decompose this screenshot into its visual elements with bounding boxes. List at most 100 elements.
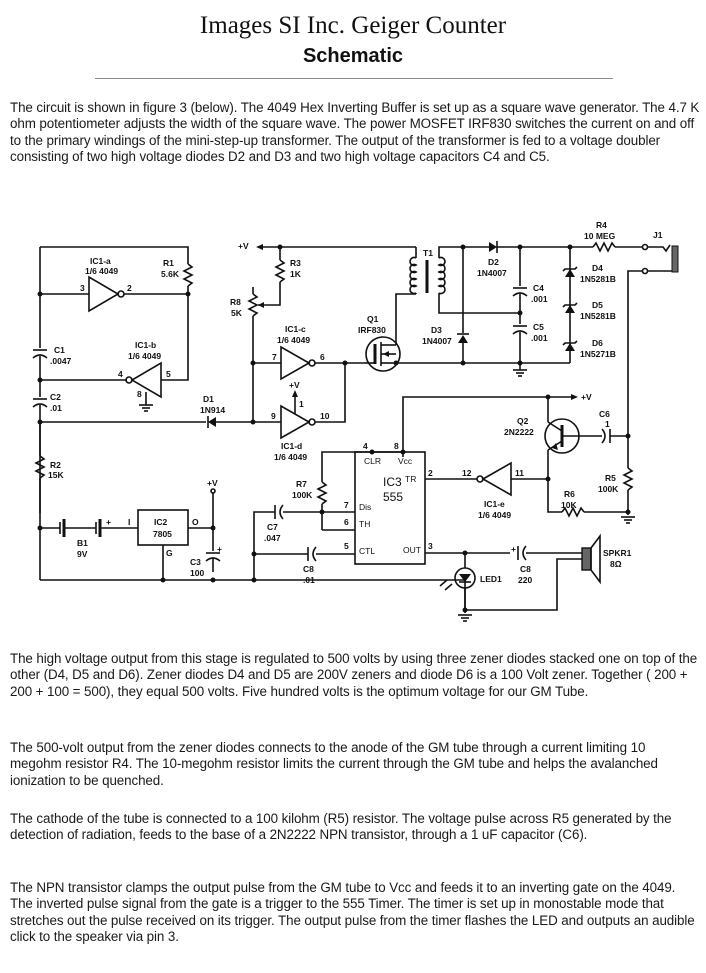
page-title: Images SI Inc. Geiger Counter: [199, 12, 507, 39]
geiger-counter-schematic: R1 5.6K IC1-a 1/6 4049 3 2 IC1-b 1/6 404…: [32, 220, 679, 622]
d4-value: 1N5281B: [580, 274, 616, 284]
zener-paragraph: The high voltage output from this stage …: [10, 651, 698, 699]
ic3-pin-tr: TR: [405, 474, 416, 484]
c3-ref: C3: [190, 557, 201, 567]
t1-ref: T1: [423, 248, 433, 258]
d1-value: 1N914: [200, 405, 225, 415]
r8-value: 5K: [231, 308, 243, 318]
capacitor-c1-icon: [32, 348, 48, 359]
d4-ref: D4: [592, 263, 603, 273]
ic1d-ref: IC1-d: [281, 441, 302, 451]
r3-value: 1K: [290, 269, 302, 279]
speaker-icon: [581, 533, 601, 585]
mosfet-q1-icon: [365, 330, 401, 372]
c8b-plus: +: [511, 544, 516, 554]
page-subtitle: Schematic: [302, 45, 404, 67]
ic3-pin-num-clr: 4: [363, 441, 368, 451]
resistor-r6-icon: [561, 506, 585, 518]
capacitor-c2-icon: [32, 397, 48, 408]
capacitor-c4-icon: [512, 286, 528, 297]
b1-plus: +: [106, 517, 111, 527]
b1-value: 9V: [77, 549, 88, 559]
ic3-pin-num-ctl: 5: [344, 541, 349, 551]
ic1d-pin-in: 9: [271, 411, 276, 421]
ic1e-ref: IC1-e: [484, 499, 505, 509]
c1-ref: C1: [54, 345, 65, 355]
ic1b-pin-in: 4: [118, 369, 123, 379]
power-supply-section: + B1 9V I IC2 7805 O G +V + C3 100: [37, 478, 465, 583]
q1-value: IRF830: [358, 325, 386, 335]
diode-d1-icon: [207, 416, 216, 428]
jack-j1-icon[interactable]: [641, 243, 679, 275]
ic2-pin-o: O: [192, 517, 199, 527]
ic2-value: 7805: [153, 529, 172, 539]
high-voltage-section: T1 D2 1N4007 D3 1N4007: [409, 220, 679, 468]
ic3-pin-num-out: 3: [428, 541, 433, 551]
inverter-ic1e-icon: [476, 461, 512, 497]
ic1a-pin-out: 2: [127, 283, 132, 293]
inverter-ic1b-icon: [125, 361, 162, 399]
capacitor-c6-icon: [601, 428, 611, 444]
r1-value: 5.6K: [161, 269, 180, 279]
npn-paragraph: The NPN transistor clamps the output pul…: [10, 880, 695, 945]
anode-paragraph: The 500-volt output from the zener diode…: [10, 740, 658, 788]
c1-value: .0047: [50, 356, 72, 366]
ic3-ref: IC3: [383, 475, 402, 489]
spkr1-value: 8Ω: [610, 559, 622, 569]
c2-value: .01: [50, 403, 62, 413]
ic3-pin-ctl: CTL: [359, 546, 375, 556]
inverter-ic1d-icon: [280, 390, 316, 440]
resistor-r4-icon: [592, 241, 616, 253]
potentiometer-r8-icon: [247, 293, 264, 317]
ic1c-ref: IC1-c: [285, 324, 306, 334]
b1-ref: B1: [77, 538, 88, 548]
supply-label-q2: +V: [581, 392, 592, 402]
ic3-pin-clr: CLR: [364, 456, 381, 466]
q2-ref: Q2: [517, 416, 529, 426]
driver-section: +V R3 1K R8 5K IC1-c 1/6 4049 7 6: [230, 241, 463, 462]
resistor-r2-icon: [34, 455, 46, 479]
ic3-pin-vcc: Vcc: [398, 456, 413, 466]
d1-ref: D1: [203, 394, 214, 404]
ic1b-pin-gnd: 8: [137, 389, 142, 399]
ic3-pin-num-tr: 2: [428, 468, 433, 478]
c5-value: .001: [531, 333, 548, 343]
capacitor-c5-icon: [512, 324, 528, 335]
ic1b-value: 1/6 4049: [128, 351, 161, 361]
ic3-pin-num-th: 6: [344, 517, 349, 527]
d5-value: 1N5281B: [580, 311, 616, 321]
d5-ref: D5: [592, 300, 603, 310]
resistor-r5-icon: [622, 467, 634, 491]
c3-value: 100: [190, 568, 204, 578]
r5-ref: R5: [605, 473, 616, 483]
timer-section: +V IC3 555 CLR Vcc TR Dis TH CTL OUT 4 8…: [251, 392, 635, 622]
cathode-paragraph: The cathode of the tube is connected to …: [10, 811, 672, 843]
c6-ref: C6: [599, 409, 610, 419]
r3-ref: R3: [290, 258, 301, 268]
title-divider: [95, 78, 613, 79]
c5-ref: C5: [533, 322, 544, 332]
r7-value: 100K: [292, 490, 313, 500]
ic2-ref: IC2: [154, 517, 168, 527]
capacitor-c8-220-icon: [517, 545, 527, 561]
ic1c-pin-in: 7: [272, 352, 277, 362]
q1-ref: Q1: [367, 314, 379, 324]
ic3-pin-num-dis: 7: [344, 500, 349, 510]
ground-icon: [139, 392, 153, 412]
q2-value: 2N2222: [504, 427, 534, 437]
d6-value: 1N5271B: [580, 349, 616, 359]
ic1a-value: 1/6 4049: [85, 266, 118, 276]
zener-d4-icon: [562, 266, 578, 277]
ic1d-supply: +V: [289, 380, 300, 390]
ic1b-ref: IC1-b: [135, 340, 156, 350]
c7-value: .047: [264, 533, 281, 543]
c8-ref: C8: [303, 564, 314, 574]
led1-ref: LED1: [480, 574, 502, 584]
ic1a-pin-in: 3: [80, 283, 85, 293]
ic1e-pin-out: 12: [462, 468, 472, 478]
ic2-pin-i: I: [128, 517, 130, 527]
ic1c-value: 1/6 4049: [277, 335, 310, 345]
c4-value: .001: [531, 294, 548, 304]
r4-ref: R4: [596, 220, 607, 230]
ic3-pin-dis: Dis: [359, 502, 371, 512]
